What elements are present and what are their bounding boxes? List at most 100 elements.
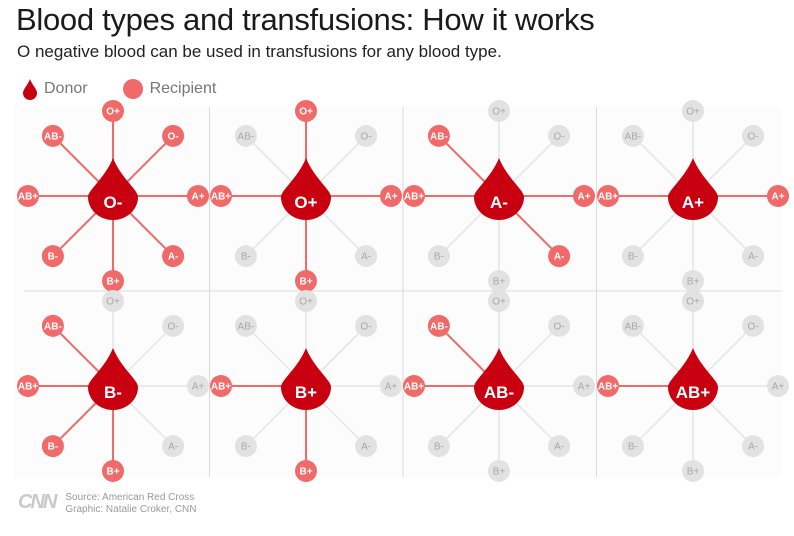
credits: Source: American Red Cross Graphic: Nata… (65, 492, 196, 516)
donor-panel: O+O-A+A-B+B-AB+AB-O- (17, 100, 209, 292)
recipient-label: A- (168, 442, 178, 453)
recipient-circle (548, 435, 571, 458)
recipient-circle (17, 185, 39, 207)
recipient-label: O- (361, 131, 372, 142)
recipient-label: A+ (577, 192, 590, 203)
recipient-label: B+ (106, 467, 119, 478)
recipient-circle (548, 124, 571, 147)
recipient-label: O- (748, 321, 759, 332)
recipient-circle (573, 375, 595, 397)
legend-recipient: Recipient (122, 78, 217, 100)
recipient-circle (380, 375, 402, 397)
recipient-circle (295, 460, 317, 482)
recipient-label: B- (241, 252, 251, 263)
recipient-circle (295, 290, 317, 312)
recipient-label: AB- (430, 321, 448, 332)
donor-panel: O+O-A+A-B+B-AB+AB-AB- (403, 290, 595, 482)
recipient-circle (682, 100, 704, 122)
recipient-circle (621, 124, 644, 147)
recipient-circle (162, 124, 185, 147)
donor-label: AB- (484, 383, 514, 402)
recipient-circle (187, 185, 209, 207)
recipient-label: B+ (493, 277, 506, 288)
recipient-label: A+ (191, 192, 204, 203)
recipient-circle (102, 460, 124, 482)
recipient-label: AB- (238, 321, 255, 332)
recipient-label: AB+ (211, 192, 231, 203)
recipient-circle (187, 375, 209, 397)
recipient-circle (295, 270, 317, 292)
recipient-circle-icon (122, 79, 143, 99)
recipient-label: AB- (44, 131, 62, 142)
recipient-label: A+ (384, 192, 397, 203)
recipient-label: B- (434, 252, 444, 263)
recipient-label: O+ (106, 297, 120, 308)
recipient-label: A+ (192, 382, 205, 393)
recipient-circle (102, 100, 124, 122)
recipient-label: O- (168, 321, 179, 332)
recipient-circle (41, 314, 64, 337)
recipient-circle (210, 185, 232, 207)
recipient-circle (621, 314, 644, 337)
recipient-circle (548, 314, 571, 337)
recipient-label: A+ (578, 382, 591, 393)
recipient-label: AB+ (404, 192, 424, 203)
donor-panel: O+O-A+A-B+B-AB+AB-AB+ (597, 290, 789, 482)
donor-panel: O+O-A+A-B+B-AB+AB-B- (17, 290, 209, 482)
recipient-circle (403, 375, 425, 397)
recipient-label: B- (241, 442, 251, 453)
recipient-label: O- (748, 131, 759, 142)
recipient-label: AB+ (18, 382, 38, 393)
recipient-label: O+ (492, 297, 506, 308)
legend-recipient-label: Recipient (149, 80, 217, 97)
cnn-logo: CNN (18, 491, 57, 513)
recipient-circle (380, 185, 402, 207)
recipient-label: B- (48, 442, 59, 453)
recipient-circle (355, 245, 378, 268)
recipient-label: O+ (299, 297, 313, 308)
recipient-label: AB+ (598, 192, 618, 203)
recipient-label: A- (361, 442, 371, 453)
recipient-circle (295, 100, 317, 122)
recipient-circle (742, 314, 765, 337)
donor-panel: O+O-A+A-B+B-AB+AB-A- (403, 100, 595, 292)
recipient-circle (427, 314, 450, 337)
recipient-label: O+ (492, 107, 506, 118)
recipient-label: B- (628, 252, 638, 263)
recipient-circle (742, 245, 765, 268)
recipient-circle (621, 435, 644, 458)
recipient-label: AB- (625, 131, 642, 142)
recipient-label: A+ (385, 382, 398, 393)
recipient-circle (488, 270, 510, 292)
recipient-label: B+ (493, 467, 506, 478)
recipient-label: B- (628, 442, 638, 453)
donor-drop-icon (88, 158, 138, 220)
recipient-label: O+ (686, 107, 700, 118)
recipient-label: A+ (772, 382, 785, 393)
legend: Donor Recipient (22, 78, 250, 100)
recipient-label: B+ (687, 277, 700, 288)
recipient-circle (17, 375, 39, 397)
source-credit: Source: American Red Cross (65, 492, 195, 503)
recipient-circle (621, 245, 644, 268)
page-title: Blood types and transfusions: How it wor… (16, 2, 595, 37)
footer: CNN Source: American Red Cross Graphic: … (18, 492, 197, 516)
recipient-label: A- (748, 442, 758, 453)
recipient-circle (355, 435, 378, 458)
recipient-label: A- (361, 252, 371, 263)
recipient-label: A+ (771, 192, 784, 203)
recipient-circle (427, 124, 450, 147)
recipient-circle (234, 245, 257, 268)
recipient-label: A- (168, 252, 179, 263)
blood-drop-icon (23, 79, 37, 100)
recipient-label: O+ (106, 107, 120, 118)
donor-panel: O+O-A+A-B+B-AB+AB-O+ (210, 100, 402, 292)
recipient-circle (767, 375, 789, 397)
recipient-circle (682, 460, 704, 482)
recipient-label: B- (434, 442, 444, 453)
recipient-label: AB- (430, 131, 448, 142)
donor-panel: O+O-A+A-B+B-AB+AB-B+ (210, 290, 402, 482)
recipient-label: AB+ (404, 382, 424, 393)
recipient-circle (427, 435, 450, 458)
